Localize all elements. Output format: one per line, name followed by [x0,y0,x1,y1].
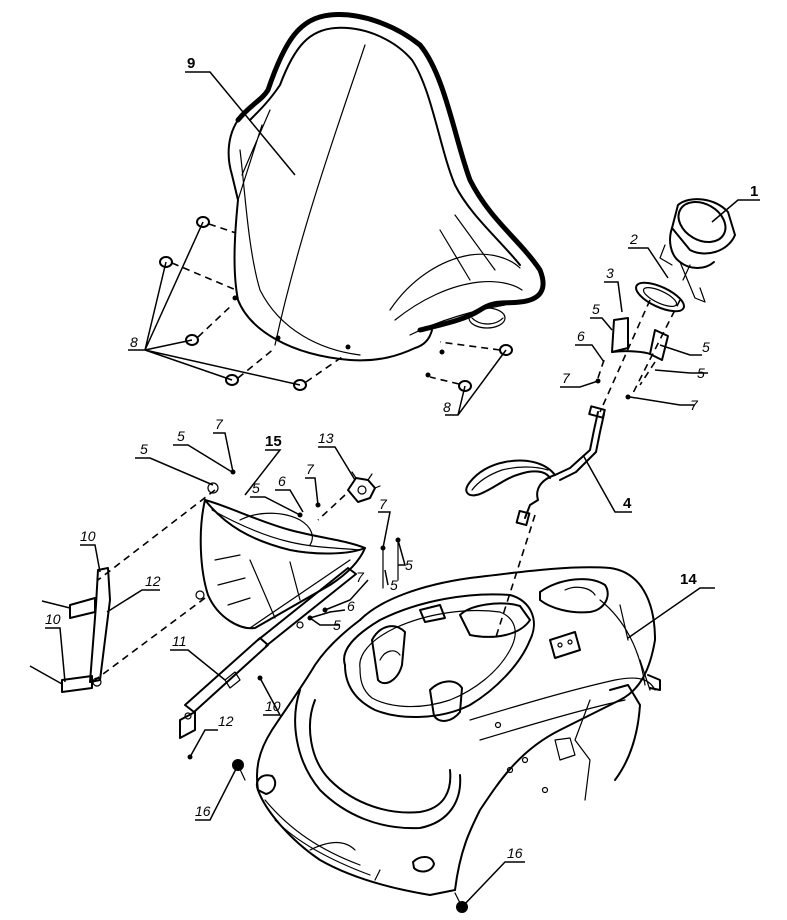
callout-7e: 7 [379,496,388,512]
callout-10c: 10 [265,698,281,714]
callout-14: 14 [680,571,697,588]
leader-lines [45,71,760,908]
callout-2: 2 [629,231,638,247]
callout-5b: 5 [702,339,710,355]
bulb-socket-part [317,471,381,521]
callout-16a: 16 [195,803,211,819]
callout-6a: 6 [577,328,585,344]
callout-4: 4 [623,495,632,512]
front-fairing-part [255,566,661,896]
right-bracket-part [179,567,357,739]
callout-11: 11 [172,633,187,649]
left-bracket-part [29,567,111,693]
callout-5e: 5 [177,428,185,444]
callout-3: 3 [606,265,614,281]
callout-12a: 12 [145,573,161,589]
callout-13: 13 [318,430,334,446]
callout-5h: 5 [390,577,398,593]
callout-10a: 10 [80,528,96,544]
speedo-cable-part [465,405,606,527]
callout-1: 1 [750,183,758,200]
callout-6c: 6 [347,598,355,614]
headlight-part [195,482,366,630]
callout-7d: 7 [306,461,315,477]
callout-5g: 5 [405,557,413,573]
callout-10b: 10 [45,611,61,627]
gauge-part [659,198,736,303]
callout-7f: 7 [356,569,365,585]
callout-9: 9 [187,55,195,72]
callout-labels: 9 1 2 3 5 6 5 5 7 7 4 8 8 14 15 5 5 7 5 … [45,55,758,861]
callout-12b: 12 [218,713,234,729]
gauge-ring-part [635,281,685,313]
callout-8a: 8 [130,334,138,350]
windshield-part [227,12,546,378]
callout-16b: 16 [507,845,523,861]
callout-7b: 7 [690,397,699,413]
callout-7a: 7 [562,370,571,386]
callout-8b: 8 [443,399,451,415]
callout-15: 15 [265,433,282,450]
callout-5a: 5 [592,301,600,317]
fairing-screws [232,759,468,913]
callout-7c: 7 [215,416,224,432]
callout-5c: 5 [697,365,705,381]
callout-5i: 5 [333,617,341,633]
windshield-screws [159,216,513,392]
callout-5f: 5 [252,480,260,496]
callout-6b: 6 [278,473,286,489]
callout-5d: 5 [140,441,148,457]
